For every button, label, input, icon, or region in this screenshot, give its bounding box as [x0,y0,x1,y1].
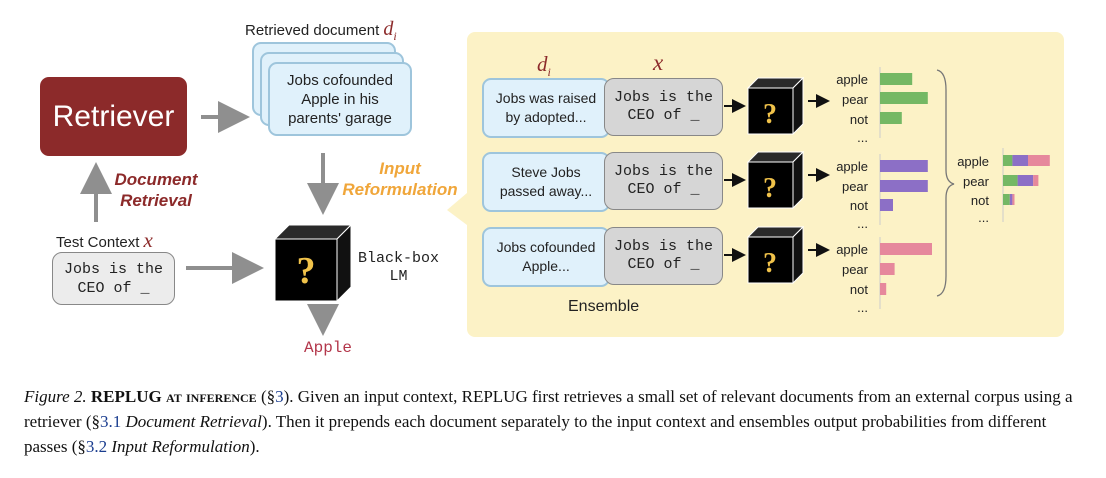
ensemble-header-d-text: d [537,52,548,76]
ensemble-header-x: x [653,50,664,75]
output-token-apple: Apple [304,339,353,357]
ensemble-doc-1: Jobs was raised by adopted... [482,78,610,138]
retrieved-document-var-d: d [383,18,394,40]
small-cube-side-3 [792,225,804,285]
test-context-var: x [143,228,153,252]
combined-token-apple: apple [957,154,989,169]
prob-bar-row2-2 [880,180,928,192]
caption-italic2: Input Reformulation [111,437,250,456]
row1-token-apple: apple [836,72,868,87]
ensemble-doc-2: Steve Jobs passed away... [482,152,610,212]
row1-token-not: not [849,112,868,127]
document-retrieval-label: Document Retrieval [114,170,198,210]
ensemble-rows-layer: ??? [724,67,932,309]
row2-token-pear: pear [841,179,868,194]
ensemble-context-3: Jobs is the CEO of _ [604,227,723,285]
caption-part1: (§ [256,387,276,406]
test-context-label: Test Context x [56,228,153,253]
retrieved-document-label: Retrieved document di [245,18,397,44]
test-context-box: Jobs is the CEO of _ [52,252,175,305]
ensemble-label: Ensemble [568,298,640,315]
caption-part7: ). [249,437,260,456]
ensemble-doc-3: Jobs cofounded Apple... [482,227,610,287]
small-cube-front-3 [747,236,794,284]
svg-text:?: ? [297,250,316,292]
combined-bar-2-seg2 [1017,175,1034,186]
ensemble-brace [936,69,955,297]
small-cube-question-icon-2: ? [763,173,777,204]
test-context-text: Test Context [56,234,140,251]
row1-token-ellipsis: ... [857,130,868,145]
input-reformulation-label: Input Reformulation [342,159,458,199]
figure-caption: Figure 2. REPLUG at inference (§3). Give… [24,384,1086,459]
caption-part5: ). Then it prepends each document separa… [24,412,1047,456]
combined-token-ellipsis: ... [978,210,989,225]
small-cube-side-1 [792,76,804,136]
retrieved-document-var: di [383,18,397,43]
retrieved-document-var-sub: i [393,29,397,43]
small-cube-question-icon-3: ? [763,248,777,279]
combined-bar-1-seg3 [1028,155,1050,166]
row1-token-pear: pear [841,92,868,107]
small-cube-question-icon-1: ? [763,99,777,130]
prob-bar-row3-1 [880,243,932,255]
caption-ref-section32[interactable]: 3.2 [85,437,108,456]
prob-bar-row3-3 [880,283,887,295]
combined-token-pear: pear [962,174,989,189]
caption-ref-section31[interactable]: 3.1 [99,412,122,431]
blackbox-lm-cube: ? [273,223,353,303]
prob-bar-row2-1 [880,160,928,172]
caption-ref-section3[interactable]: 3 [275,387,284,406]
row2-token-not: not [849,198,868,213]
retriever-box: Retriever [40,77,187,156]
combined-bar-1-seg1 [1003,155,1013,166]
combined-token-not: not [970,193,989,208]
small-cube-front-1 [747,87,794,135]
caption-fig-label: Figure 2. [24,387,87,406]
caption-replug: REPLUG [461,387,528,406]
small-lm-cube-1: ? [746,76,805,136]
combined-bar-3-seg2 [1009,194,1013,205]
prob-bar-row1-1 [880,73,913,85]
small-lm-cube-3: ? [746,225,805,285]
small-cube-front-2 [747,161,794,209]
row2-token-ellipsis: ... [857,216,868,231]
ensemble-context-2: Jobs is the CEO of _ [604,152,723,210]
combined-bars-layer [1002,148,1050,222]
ensemble-header-d: di [537,52,551,80]
blackbox-lm-label: Black-box LM [358,250,440,285]
caption-italic1: Document Retrieval [125,412,262,431]
combined-bar-2-seg1 [1003,175,1018,186]
small-cube-side-2 [792,150,804,210]
caption-part2: ). Given an input context, [283,387,462,406]
row3-token-not: not [849,282,868,297]
combined-bar-3-seg3 [1012,194,1015,205]
combined-bar-2-seg3 [1033,175,1039,186]
ensemble-header-d-sub: i [547,65,551,80]
prob-bar-row3-2 [880,263,895,275]
combined-bar-1-seg2 [1012,155,1028,166]
row3-token-pear: pear [841,262,868,277]
small-lm-cube-2: ? [746,150,805,210]
retrieved-document-text: Retrieved document [245,22,380,39]
prob-bar-row1-2 [880,92,928,104]
ensemble-pointer [447,193,467,225]
row3-token-ellipsis: ... [857,300,868,315]
caption-part3: first retrieves a small set of relevant … [24,387,1073,431]
combined-bar-3-seg1 [1003,194,1010,205]
row2-token-apple: apple [836,159,868,174]
prob-bar-row1-3 [880,112,902,124]
prob-bar-row2-3 [880,199,893,211]
caption-title: REPLUG at inference [90,387,257,406]
row3-token-apple: apple [836,242,868,257]
ensemble-context-1: Jobs is the CEO of _ [604,78,723,136]
retrieved-document-card: Jobs cofounded Apple in his parents' gar… [268,62,412,136]
